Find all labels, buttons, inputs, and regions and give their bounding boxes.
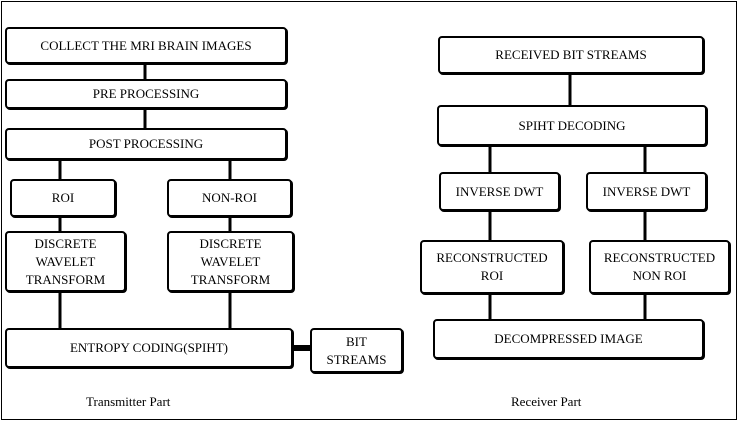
pre-processing-box: PRE PROCESSING <box>5 79 287 109</box>
receiver-caption: Receiver Part <box>511 394 582 409</box>
decompressed-image-box: DECOMPRESSED IMAGE <box>433 319 704 359</box>
non-roi-box: NON-ROI <box>167 179 292 217</box>
reconstructed-roi-box: RECONSTRUCTED ROI <box>420 240 564 294</box>
transmitter-caption: Transmitter Part <box>86 394 171 409</box>
dwt-non-roi-box: DISCRETE WAVELET TRANSFORM <box>167 231 294 292</box>
roi-box: ROI <box>10 179 116 217</box>
inverse-dwt-roi-box: INVERSE DWT <box>439 172 560 211</box>
dwt-roi-box: DISCRETE WAVELET TRANSFORM <box>5 231 126 292</box>
collect-mri-images-box: COLLECT THE MRI BRAIN IMAGES <box>5 27 287 64</box>
entropy-coding-box: ENTROPY CODING(SPIHT) <box>5 328 293 368</box>
received-bit-streams-box: RECEIVED BIT STREAMS <box>438 36 704 74</box>
inverse-dwt-non-roi-box: INVERSE DWT <box>586 172 707 211</box>
spiht-decoding-box: SPIHT DECODING <box>437 105 707 146</box>
reconstructed-non-roi-box: RECONSTRUCTED NON ROI <box>589 240 730 294</box>
bit-streams-box: BIT STREAMS <box>310 328 403 373</box>
post-processing-box: POST PROCESSING <box>5 128 287 160</box>
